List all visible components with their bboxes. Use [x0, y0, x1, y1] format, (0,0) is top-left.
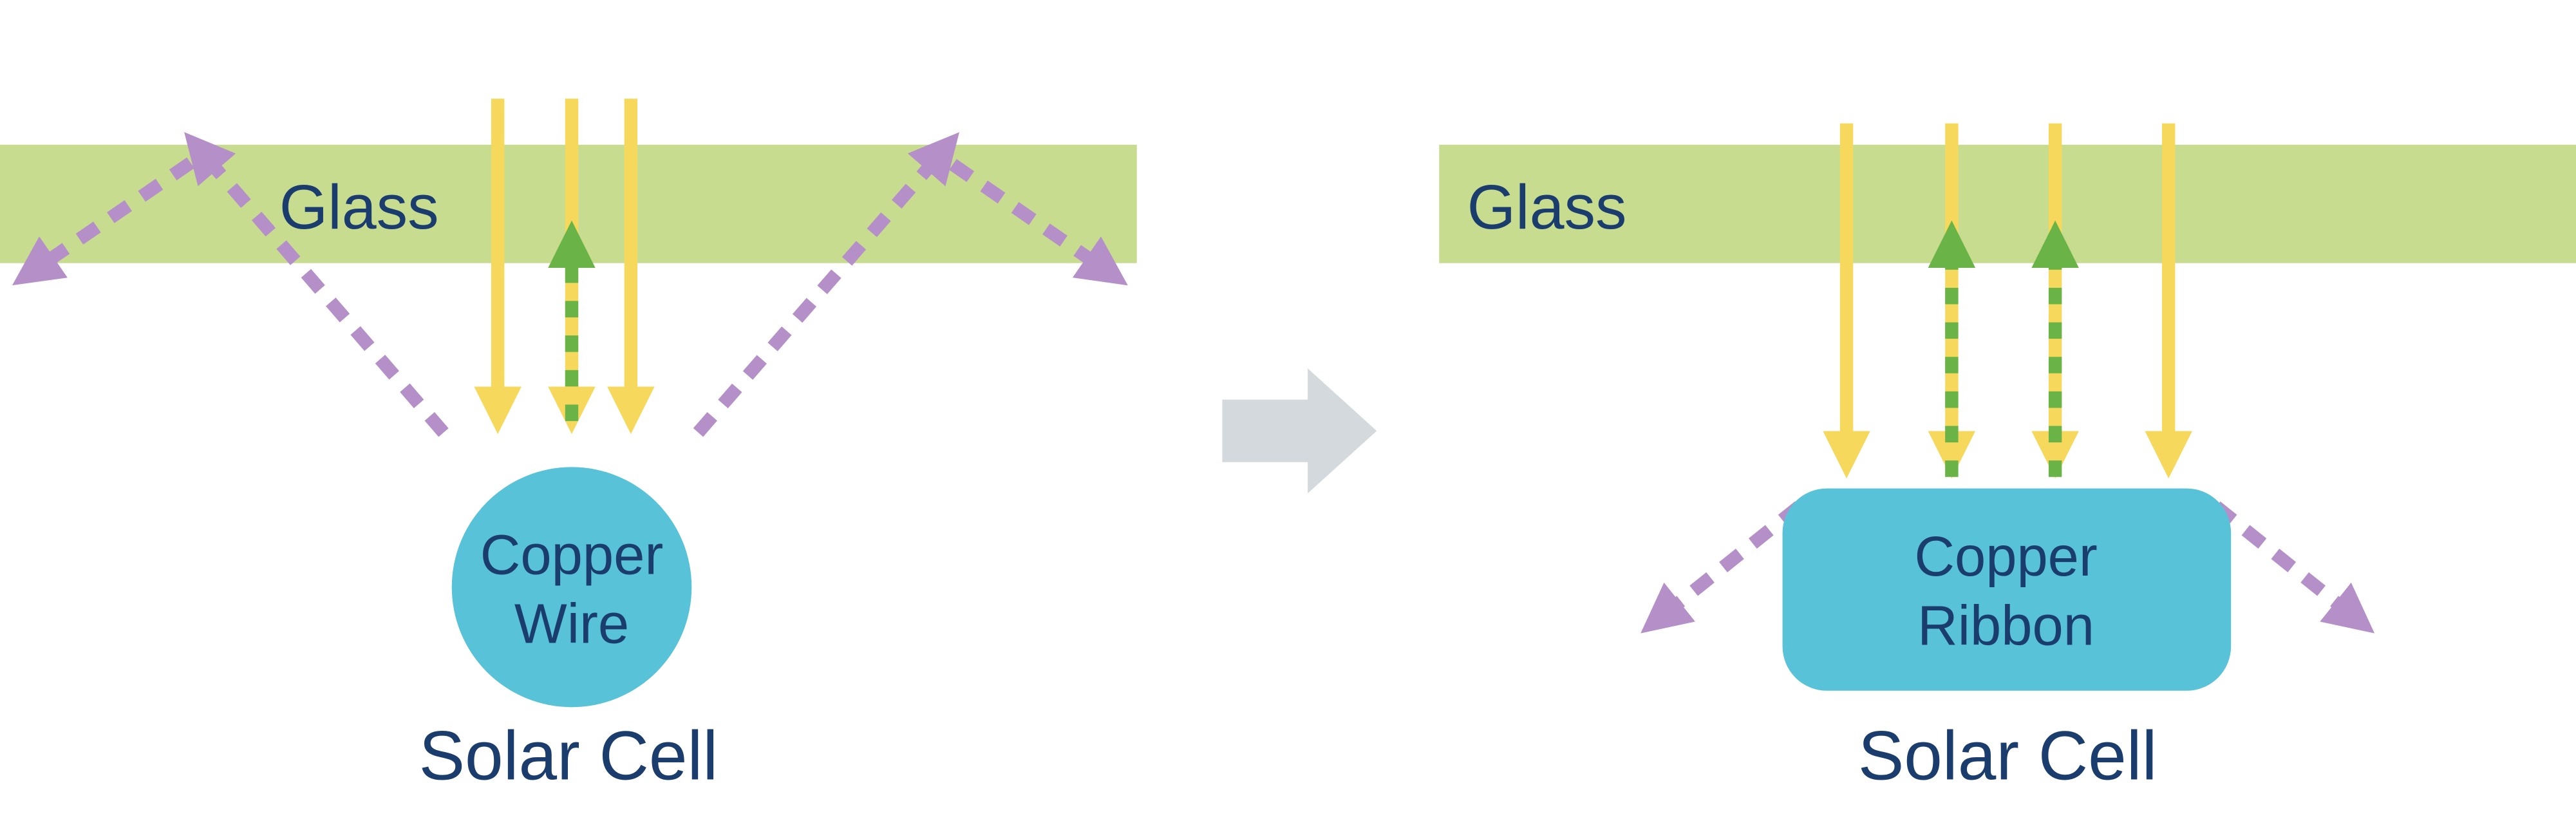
glass-layer [1439, 144, 2576, 263]
scattered-ray-right-icon [2212, 501, 2375, 634]
copper-wire-label-line2: Wire [514, 593, 629, 655]
left-panel: Glass Copper Wire Solar Cell [0, 99, 1137, 795]
solar-cell-caption: Solar Cell [419, 717, 719, 795]
scattered-ray-up-right-icon [693, 132, 960, 437]
copper-ribbon-shape [1782, 488, 2232, 691]
scattered-ray-escape-right-icon [949, 159, 1128, 286]
copper-ribbon-label-line1: Copper [1914, 525, 2097, 588]
scattered-ray-left-icon [1641, 501, 1803, 634]
transition-arrow-icon [1222, 368, 1377, 494]
scattered-ray-up-left-icon [184, 132, 449, 437]
solar-cell-caption: Solar Cell [1858, 717, 2158, 795]
copper-wire-label-line1: Copper [480, 523, 663, 586]
glass-label: Glass [279, 172, 439, 242]
copper-wire-shape [451, 467, 692, 708]
copper-ribbon-label-line2: Ribbon [1917, 594, 2094, 657]
scattered-ray-escape-left-icon [12, 157, 194, 286]
right-panel: Glass Copper Ribbon Solar Cell [1439, 123, 2576, 795]
glass-label: Glass [1467, 172, 1627, 242]
